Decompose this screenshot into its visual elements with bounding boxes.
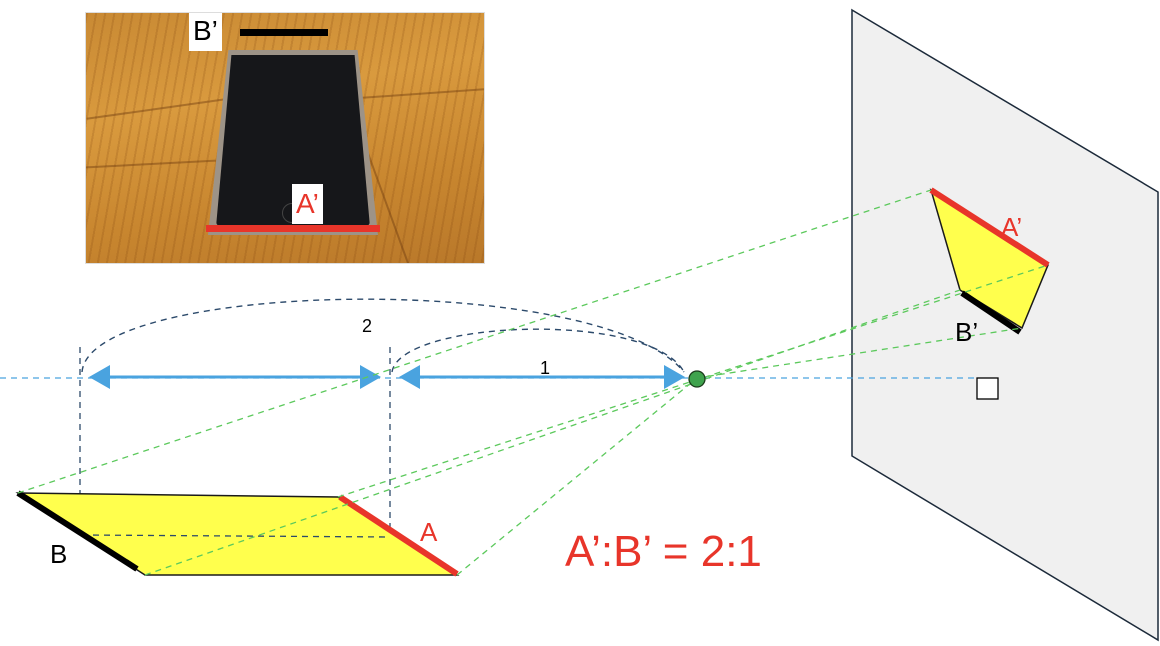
distance-arc-far — [81, 298, 685, 373]
photo-label-a-prime: A’ — [292, 184, 323, 224]
ray — [456, 377, 698, 576]
ray — [144, 289, 961, 576]
label-b: B — [50, 539, 67, 569]
label-a: A — [420, 517, 438, 547]
projection-rays — [17, 189, 1049, 576]
b-prime-bar — [240, 29, 328, 36]
edge-b-prime — [960, 290, 1022, 335]
object-inner-dashed-line — [81, 534, 391, 538]
edge-a — [338, 494, 459, 577]
label-distance-far: 2 — [362, 316, 372, 336]
pinhole-point — [688, 370, 706, 388]
a-prime-bar — [206, 225, 380, 232]
label-a-prime: A’ — [1001, 212, 1022, 242]
axis-marker-square — [976, 377, 999, 400]
edge-b — [16, 490, 139, 572]
ray — [17, 189, 932, 494]
phone-photo: B’ A’ — [85, 12, 485, 264]
label-b-prime: B’ — [955, 317, 978, 347]
label-distance-near: 1 — [540, 358, 550, 378]
distance-arc-near — [391, 328, 685, 373]
photo-label-b-prime: B’ — [189, 13, 222, 51]
edge-a-prime — [929, 187, 1050, 268]
ray — [337, 264, 1049, 498]
ratio-equation: A’:B’ = 2:1 — [565, 527, 762, 576]
